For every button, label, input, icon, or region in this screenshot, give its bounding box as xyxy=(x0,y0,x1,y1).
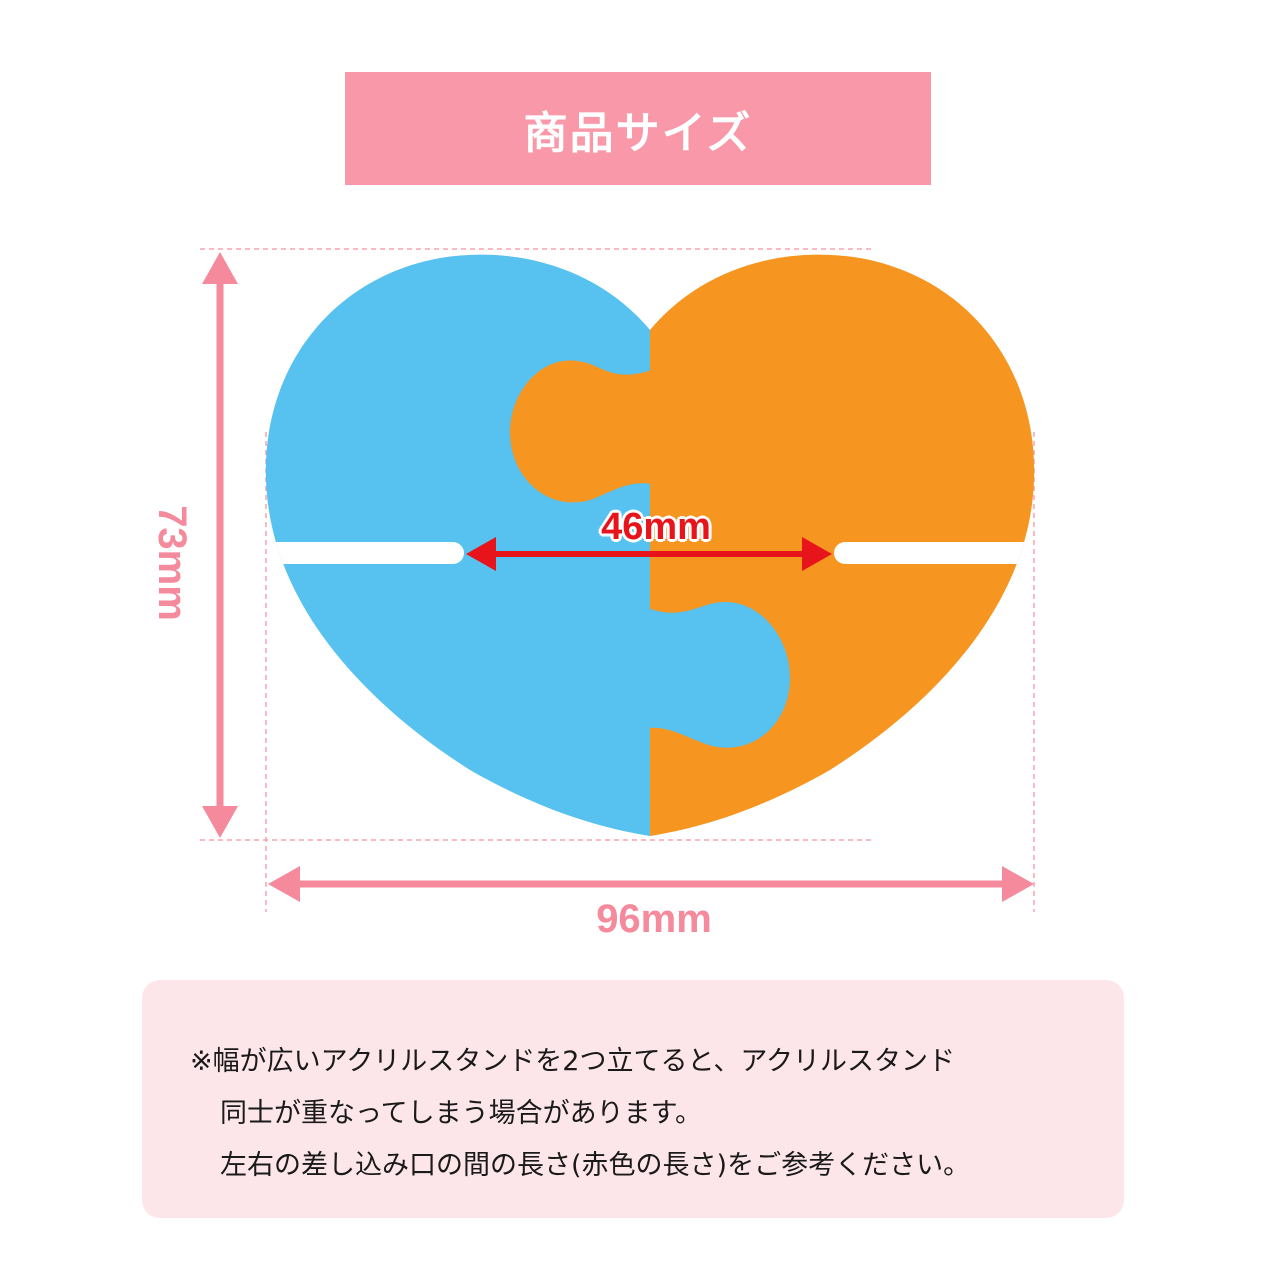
width-arrow xyxy=(268,866,1034,902)
note-text: ※幅が広いアクリルスタンドを2つ立てると、アクリルスタンド 同士が重なってしまう… xyxy=(190,1036,1104,1192)
slot-right xyxy=(834,542,1035,564)
note-line-2: 同士が重なってしまう場合があります。 xyxy=(220,1098,702,1129)
note-line-1: ※幅が広いアクリルスタンドを2つ立てると、アクリルスタンド xyxy=(190,1046,956,1077)
guide-lines xyxy=(200,248,1035,912)
width-arrow-right-head xyxy=(1002,866,1034,902)
note-box: ※幅が広いアクリルスタンドを2つ立てると、アクリルスタンド 同士が重なってしまう… xyxy=(142,980,1124,1218)
puzzle-knob-orange xyxy=(510,360,652,503)
heart-puzzle xyxy=(265,254,1035,837)
page-title: 商品サイズ xyxy=(523,107,753,159)
title-banner: 商品サイズ xyxy=(345,72,931,185)
puzzle-knob-blue xyxy=(648,601,790,748)
width-label: 96mm xyxy=(596,896,712,941)
slot-gap-arrow-right-head xyxy=(802,537,832,571)
slot-gap-arrow xyxy=(466,537,832,571)
height-arrow xyxy=(202,252,238,838)
note-line-3: 左右の差し込み口の間の長さ(赤色の長さ)をご参考ください。 xyxy=(220,1150,971,1181)
slot-gap-arrow-left-head xyxy=(466,537,496,571)
height-arrow-top-head xyxy=(202,252,238,284)
width-arrow-left-head xyxy=(268,866,300,902)
height-label: 73mm xyxy=(150,505,195,621)
height-arrow-bottom-head xyxy=(202,806,238,838)
slot-left xyxy=(265,542,464,564)
slot-gap-label: 46mm xyxy=(601,505,711,548)
